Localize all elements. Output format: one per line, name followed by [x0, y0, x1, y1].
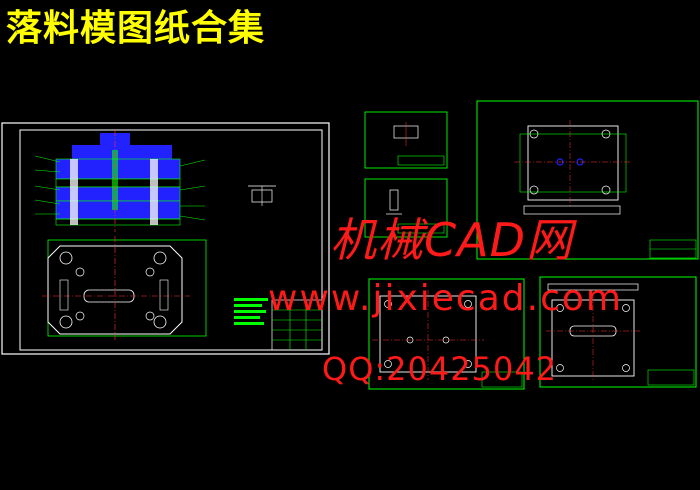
watermark-qq: QQ:20425042 — [322, 350, 558, 388]
die-section-view — [34, 130, 206, 232]
sheet-plate-bottom-middle — [368, 278, 525, 390]
notes-block — [234, 298, 268, 325]
strip-layout — [248, 185, 276, 206]
watermark-site-name: 机械CAD网 — [330, 213, 574, 267]
sheet-small-part-2 — [364, 178, 448, 238]
die-plan-view — [42, 236, 207, 340]
sheet-plate-bottom-right — [539, 276, 697, 388]
sheet-plate-top-right — [476, 100, 699, 260]
sheet-small-part-1 — [364, 111, 448, 169]
watermark-url: www.jixiecad.com — [268, 278, 623, 319]
title-block — [271, 299, 323, 351]
page-title: 落料模图纸合集 — [6, 7, 266, 49]
sheet-assembly — [1, 122, 330, 355]
